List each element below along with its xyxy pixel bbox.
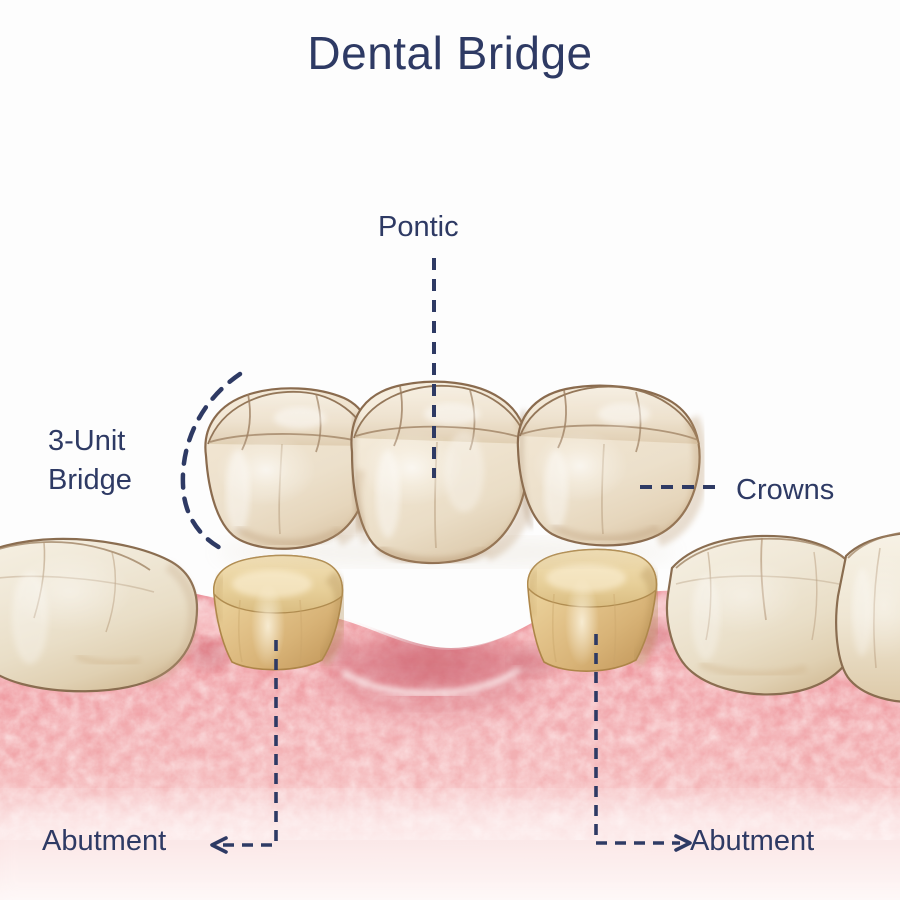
label-3-unit-bridge-line1: 3-Unit — [48, 425, 126, 457]
label-pontic: Pontic — [378, 211, 459, 243]
bridge-connectors — [350, 409, 534, 533]
dental-bridge-prosthesis — [204, 380, 708, 567]
natural-tooth-right — [665, 534, 866, 696]
natural-tooth-far-right — [835, 532, 900, 703]
bridge-crown-right — [516, 384, 708, 547]
abutment-tooth-left — [211, 554, 349, 671]
abutment-tooth-right — [525, 548, 663, 672]
label-3-unit-bridge: 3-Unit Bridge — [48, 422, 132, 500]
edentulous-ridge-depression — [320, 632, 544, 728]
gum-bottom-fade — [0, 800, 900, 900]
bridge-bracket-arc — [180, 371, 243, 553]
label-crowns: Crowns — [736, 474, 835, 506]
bridge-connector-right — [518, 409, 534, 529]
page-title: Dental Bridge — [307, 27, 593, 79]
label-abutment-left: Abutment — [42, 825, 167, 857]
label-3-unit-bridge-line2: Bridge — [48, 464, 132, 497]
natural-tooth-left — [0, 537, 199, 693]
annotation-leaders — [180, 258, 722, 854]
abutment-left-arrowhead — [210, 836, 228, 854]
abutment-right-leader-line — [594, 634, 680, 845]
abutment-right-arrowhead — [674, 834, 692, 852]
bridge-pontic — [350, 380, 538, 567]
label-abutment-right: Abutment — [690, 825, 815, 857]
bridge-crown-left — [204, 387, 382, 550]
abutment-right-highlight — [565, 578, 599, 666]
bridge-connector-left — [350, 413, 366, 533]
